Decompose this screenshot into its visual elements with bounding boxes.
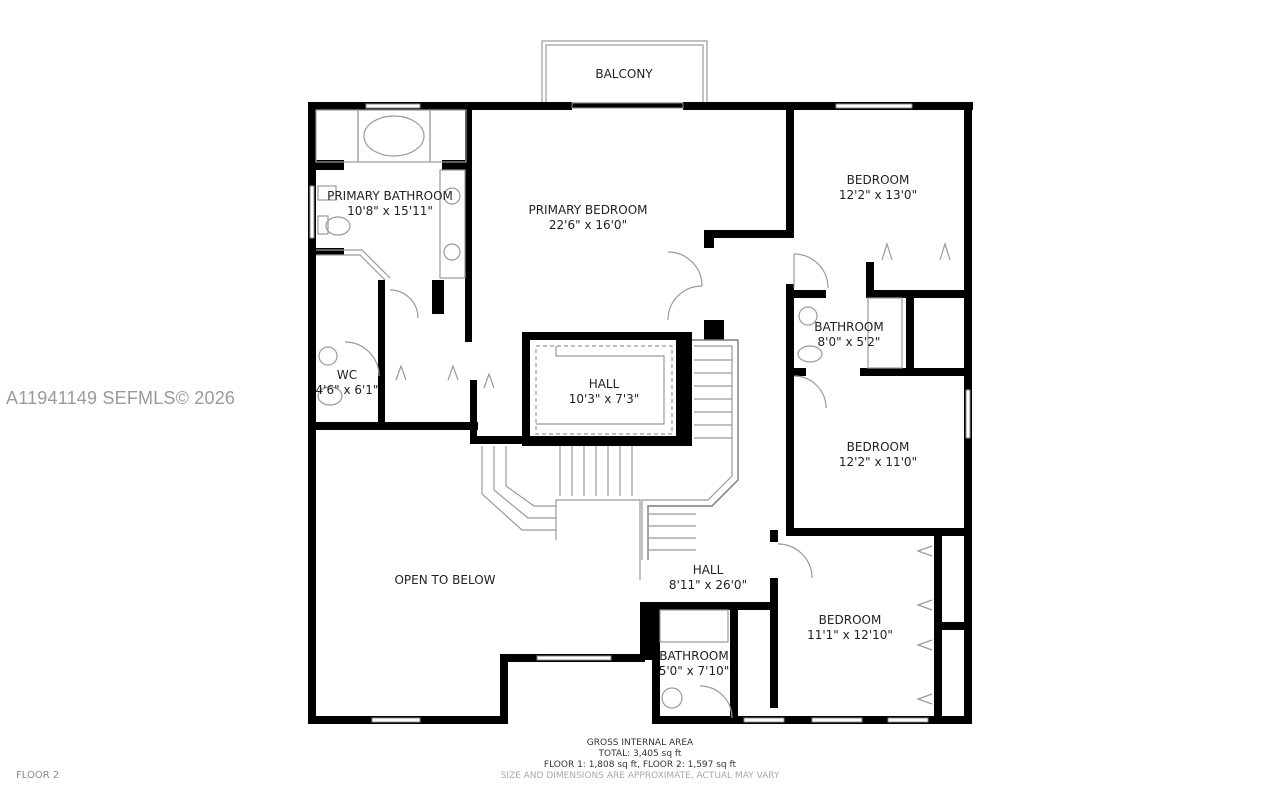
room-name: BATHROOM [814, 320, 884, 334]
room-dims: 8'11" x 26'0" [668, 578, 748, 592]
room-dims: 12'2" x 11'0" [838, 455, 918, 469]
room-name: BEDROOM [846, 173, 910, 187]
doors [344, 241, 951, 719]
room-dims: 10'3" x 7'3" [568, 392, 640, 406]
room-label-hall-main: HALL 8'11" x 26'0" [669, 563, 747, 593]
area-title: GROSS INTERNAL AREA [586, 738, 694, 748]
room-label-bathroom-1: BATHROOM 8'0" x 5'2" [814, 320, 883, 350]
area-total: TOTAL: 3,405 sq ft [598, 749, 682, 759]
staircase [481, 339, 739, 580]
room-label-primary-bedroom: PRIMARY BEDROOM 22'6" x 16'0" [528, 203, 647, 233]
room-dims: 10'8" x 15'11" [347, 204, 433, 218]
room-dims: 8'0" x 5'2" [817, 335, 881, 349]
room-label-wc: WC 4'6" x 6'1" [316, 368, 379, 398]
room-name: HALL [588, 377, 620, 391]
room-label-hall-upper: HALL 10'3" x 7'3" [569, 377, 640, 407]
room-label-primary-bathroom: PRIMARY BATHROOM 10'8" x 15'11" [327, 189, 453, 219]
room-name: BALCONY [595, 67, 653, 81]
windows [309, 103, 971, 723]
room-name: BATHROOM [659, 649, 729, 663]
room-name: WC [336, 368, 358, 382]
room-label-balcony: BALCONY [595, 67, 652, 82]
room-name: BEDROOM [846, 440, 910, 454]
room-name: OPEN TO BELOW [394, 573, 496, 587]
mls-watermark: A11941149 SEFMLS© 2026 [6, 388, 236, 408]
room-name: PRIMARY BATHROOM [327, 189, 453, 203]
interior-walls [308, 102, 972, 724]
room-name: BEDROOM [818, 613, 882, 627]
area-disclaimer: SIZE AND DIMENSIONS ARE APPROXIMATE, ACT… [500, 771, 780, 781]
room-dims: 5'0" x 7'10" [658, 664, 730, 678]
room-label-bedroom-2: BEDROOM 12'2" x 11'0" [839, 440, 917, 470]
room-name: PRIMARY BEDROOM [528, 203, 648, 217]
room-name: HALL [692, 563, 724, 577]
room-label-bathroom-2: BATHROOM 5'0" x 7'10" [659, 649, 730, 679]
room-dims: 12'2" x 13'0" [838, 188, 918, 202]
area-floors: FLOOR 1: 1,808 sq ft, FLOOR 2: 1,597 sq … [543, 760, 737, 770]
room-label-open-to-below: OPEN TO BELOW [394, 573, 495, 588]
room-dims: 11'1" x 12'10" [807, 628, 893, 642]
room-dims: 22'6" x 16'0" [548, 218, 628, 232]
gross-internal-area: GROSS INTERNAL AREA TOTAL: 3,405 sq ft F… [501, 738, 780, 782]
room-dims: 4'6" x 6'1" [315, 383, 379, 397]
room-label-bedroom-3: BEDROOM 11'1" x 12'10" [807, 613, 893, 643]
fixtures [315, 109, 903, 709]
room-label-bedroom-1: BEDROOM 12'2" x 13'0" [839, 173, 917, 203]
floor-label: FLOOR 2 [16, 770, 60, 781]
